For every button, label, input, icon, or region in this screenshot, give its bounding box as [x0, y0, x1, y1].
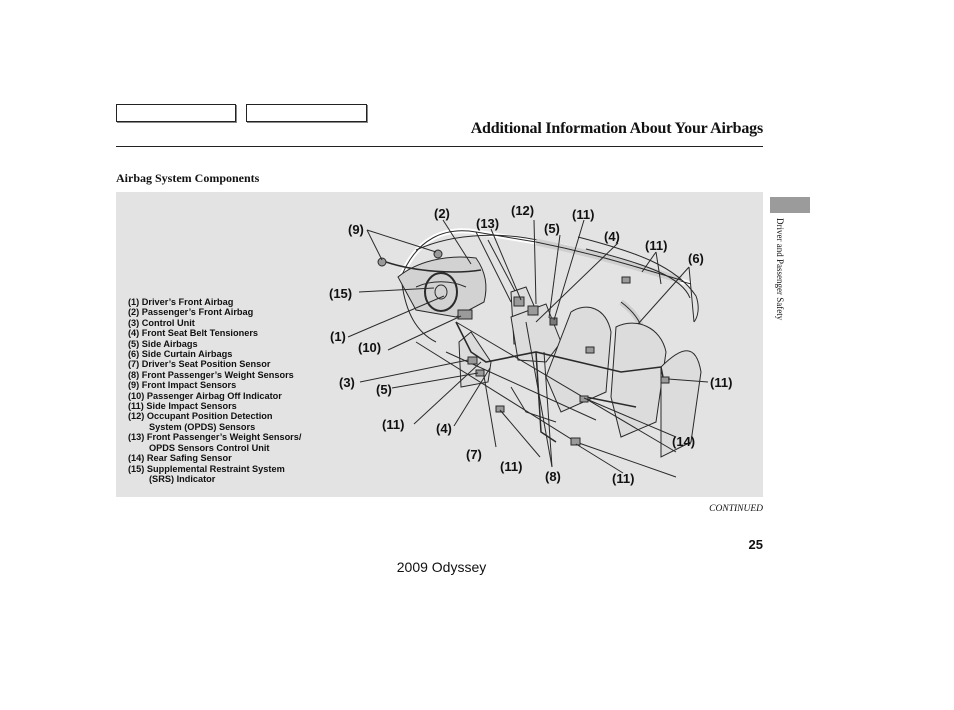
callout-label: (11): [382, 417, 405, 432]
legend-item-continued: System (OPDS) Sensors: [149, 421, 256, 432]
callout-label: (11): [645, 238, 668, 253]
section-tab-marker: [770, 197, 810, 213]
callout-label: (10): [358, 340, 382, 355]
legend-item: (13) Front Passenger’s Weight Sensors/: [128, 432, 302, 443]
callout-label: (2): [434, 206, 450, 221]
callout-label: (1): [330, 329, 346, 344]
legend-item: (11) Side Impact Sensors: [128, 401, 237, 412]
header-tab-box-right: [246, 104, 367, 122]
callout-label: (5): [376, 382, 392, 397]
legend-item: (10) Passenger Airbag Off Indicator: [128, 390, 282, 401]
legend-item: (2) Passenger’s Front Airbag: [128, 307, 254, 318]
legend-item: (14) Rear Safing Sensor: [128, 453, 232, 464]
legend-item-continued: OPDS Sensors Control Unit: [149, 442, 270, 453]
page-number: 25: [748, 537, 763, 552]
airbag-components-figure: (1) Driver’s Front Airbag (2) Passenger’…: [116, 192, 763, 497]
legend-item: (9) Front Impact Sensors: [128, 380, 237, 391]
callout-label: (4): [604, 229, 620, 244]
legend-item-continued: (SRS) Indicator: [149, 473, 216, 484]
callout-label: (5): [544, 221, 560, 236]
callout-label: (9): [348, 222, 364, 237]
callout-label: (11): [572, 207, 595, 222]
callout-label: (6): [688, 251, 704, 266]
legend-item: (4) Front Seat Belt Tensioners: [128, 328, 259, 339]
continued-note: CONTINUED: [709, 504, 763, 514]
callout-label: (11): [612, 471, 635, 486]
legend-item: (7) Driver’s Seat Position Sensor: [128, 359, 271, 370]
header-tab-box-left: [116, 104, 236, 122]
callout-label: (12): [511, 203, 535, 218]
callout-label: (15): [329, 286, 353, 301]
callout-label: (14): [672, 434, 696, 449]
legend-item: (6) Side Curtain Airbags: [128, 349, 233, 360]
legend-item: (1) Driver’s Front Airbag: [128, 297, 234, 307]
title-divider: [116, 146, 763, 147]
callout-label: (3): [339, 375, 355, 390]
legend-item: (5) Side Airbags: [128, 338, 198, 349]
callout-label: (7): [466, 447, 482, 462]
page-title: Additional Information About Your Airbag…: [470, 120, 764, 137]
callout-label: (4): [436, 421, 452, 436]
legend-item: (12) Occupant Position Detection: [128, 411, 273, 422]
legend-item: (15) Supplemental Restraint System: [128, 463, 285, 474]
footer-model-name: 2009 Odyssey: [396, 559, 487, 575]
callout-label: (11): [710, 375, 733, 390]
legend-item: (3) Control Unit: [128, 317, 195, 328]
vehicle-cutaway-illustration: [347, 219, 709, 478]
component-legend: (1) Driver’s Front Airbag (2) Passenger’…: [128, 297, 301, 484]
callout-label: (11): [500, 459, 523, 474]
section-side-label: Driver and Passenger Safety: [775, 218, 785, 321]
callout-label: (8): [545, 469, 561, 484]
callout-label: (13): [476, 216, 500, 231]
legend-item: (8) Front Passenger’s Weight Sensors: [128, 369, 294, 380]
section-heading: Airbag System Components: [116, 171, 260, 185]
